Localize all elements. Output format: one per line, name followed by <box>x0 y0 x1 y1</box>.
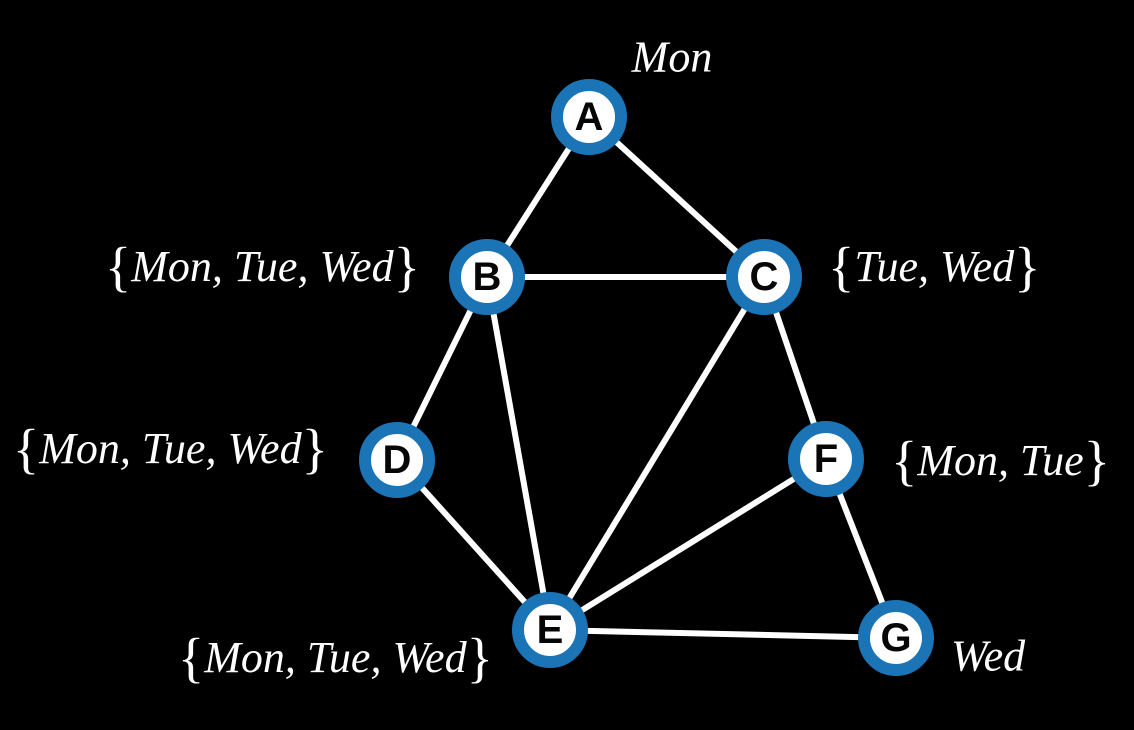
node-D-circle <box>359 422 435 498</box>
node-F-circle <box>788 421 864 497</box>
node-B-letter: B <box>473 255 502 299</box>
domain-label-A: Mon <box>631 33 713 82</box>
node-G-letter: G <box>880 616 911 660</box>
node-E-letter: E <box>537 608 564 652</box>
node-C: C <box>726 239 802 315</box>
node-B: B <box>449 239 525 315</box>
node-A-letter: A <box>575 95 604 139</box>
node-F-letter: F <box>814 437 838 481</box>
domain-label-G: Wed <box>951 632 1026 681</box>
node-D: D <box>359 422 435 498</box>
node-G-circle <box>858 600 934 676</box>
node-E-circle <box>512 592 588 668</box>
domain-label-D: {Mon, Tue, Wed} <box>13 418 328 479</box>
domain-label-F: {Mon, Tue} <box>891 430 1110 491</box>
edge-C-E <box>547 275 767 632</box>
domain-label-E: {Mon, Tue, Wed} <box>178 627 493 688</box>
edge-E-G <box>549 627 897 641</box>
domain-label-C: {Tue, Wed} <box>828 236 1041 297</box>
node-B-circle <box>449 239 525 315</box>
node-C-letter: C <box>750 255 779 299</box>
edge-D-E <box>394 457 553 633</box>
edge-E-F <box>548 456 828 633</box>
node-A-circle <box>551 79 627 155</box>
domain-label-B: {Mon, Tue, Wed} <box>105 236 420 297</box>
node-F: F <box>788 421 864 497</box>
node-A: A <box>551 79 627 155</box>
edge-A-C <box>586 114 767 280</box>
node-E: E <box>512 592 588 668</box>
node-D-letter: D <box>383 438 412 482</box>
node-G: G <box>858 600 934 676</box>
node-C-circle <box>726 239 802 315</box>
edge-B-E <box>484 276 553 631</box>
